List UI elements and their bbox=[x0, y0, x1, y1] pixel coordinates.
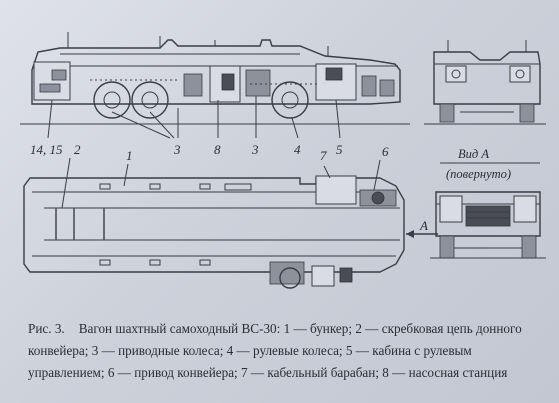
view-a-drawing bbox=[430, 191, 546, 259]
caption-line-2: конвейера; 3 — приводные колеса; 4 — рул… bbox=[28, 343, 472, 358]
callout-8: 8 bbox=[214, 142, 221, 157]
plan-view bbox=[23, 157, 438, 289]
figure-number: Рис. 3. bbox=[28, 321, 65, 336]
caption-line-1: Рис. 3. Вагон шахтный самоходный ВС-30: 1… bbox=[28, 318, 548, 340]
callout-a: A bbox=[419, 218, 428, 233]
callout-1: 1 bbox=[126, 148, 133, 163]
callout-3a: 3 bbox=[173, 142, 181, 157]
callout-7: 7 bbox=[320, 148, 327, 163]
callout-14-15: 14, 15 bbox=[30, 142, 63, 157]
figure-caption: Рис. 3. Вагон шахтный самоходный ВС-30: 1… bbox=[28, 318, 548, 384]
caption-line-3: управлением; 6 — привод конвейера; 7 — к… bbox=[28, 365, 508, 380]
callout-4: 4 bbox=[294, 142, 301, 157]
callout-5: 5 bbox=[336, 142, 343, 157]
view-a-subtitle: (повернуто) bbox=[446, 167, 511, 181]
caption-line-1-text: Вагон шахтный самоходный ВС-30: 1 — бунк… bbox=[78, 321, 522, 336]
callout-6: 6 bbox=[382, 144, 389, 159]
callout-3b: 3 bbox=[251, 142, 259, 157]
end-view-top bbox=[424, 40, 546, 125]
callout-2: 2 bbox=[74, 142, 81, 157]
side-view bbox=[20, 32, 410, 139]
technical-drawing: 14, 15 3 8 3 4 5 2 1 7 6 A Вид А (поверн… bbox=[20, 32, 546, 289]
view-a-title: Вид А bbox=[458, 147, 489, 161]
